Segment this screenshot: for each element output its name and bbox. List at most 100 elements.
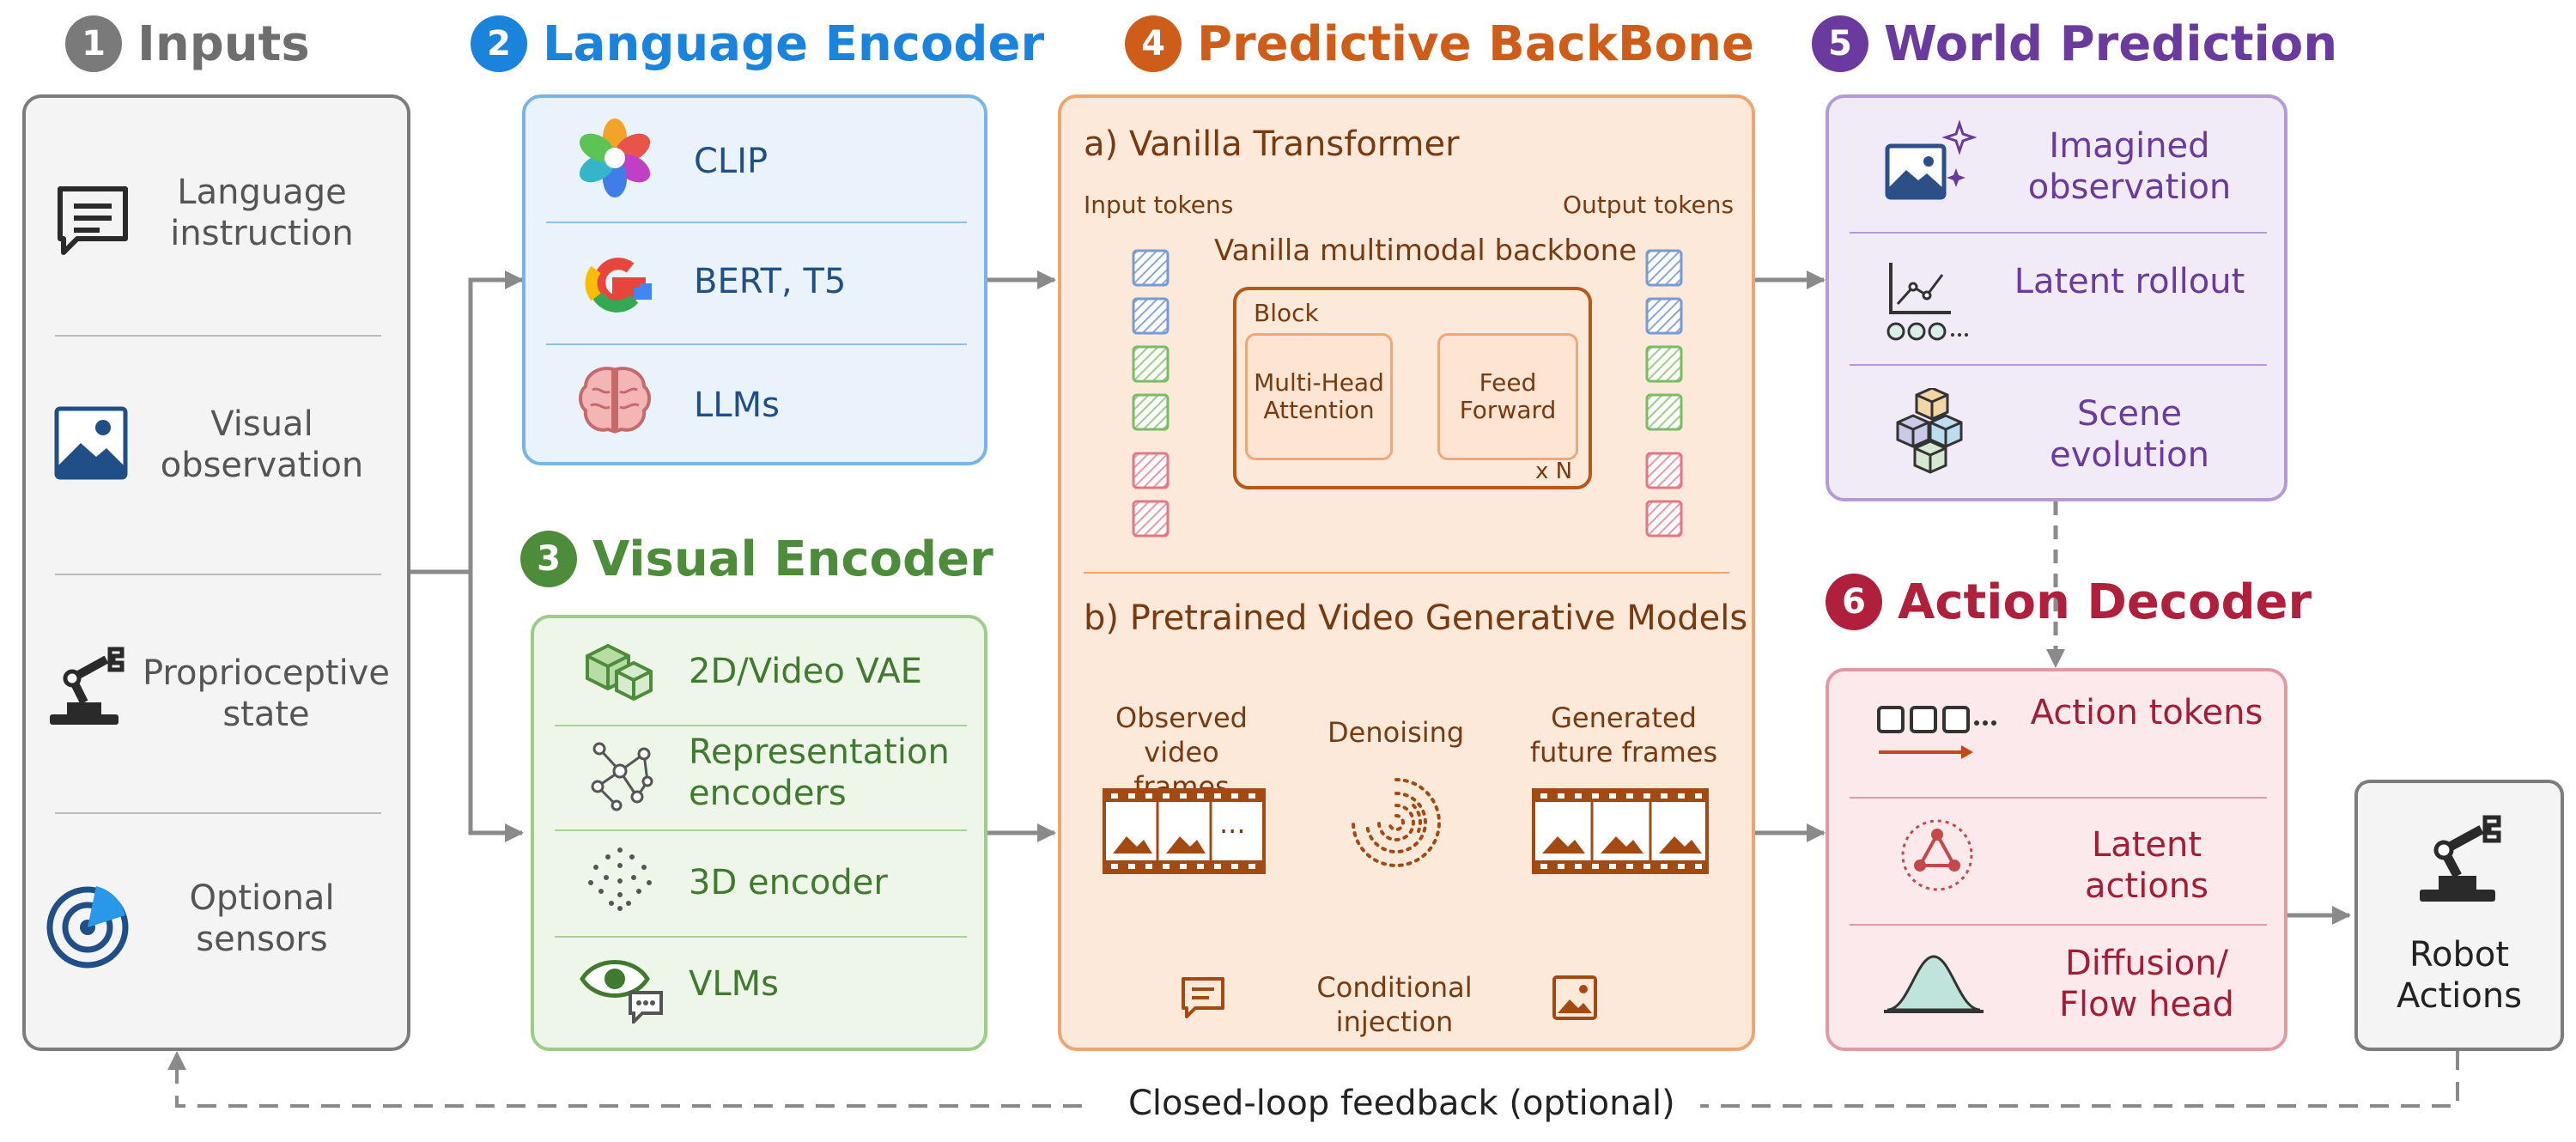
observed-frames-label: Observed video frames <box>1115 702 1248 803</box>
block-label: Block <box>1254 299 1319 327</box>
inputs-visual-connector <box>468 572 524 842</box>
ff-label: Feed Forward <box>1459 368 1557 424</box>
action-number-badge: 6 <box>1826 574 1882 630</box>
cubes-icon <box>586 643 653 702</box>
world-divider <box>1850 364 2267 366</box>
chat-icon <box>58 186 128 255</box>
visual-number-badge: 3 <box>520 531 577 587</box>
sparkle-image-icon <box>1885 120 1977 200</box>
transformer-block <box>1233 287 1592 489</box>
inputs-number-badge: 1 <box>65 15 122 72</box>
text-condition-icon <box>1182 977 1224 1018</box>
backbone-part-a-title: a) Vanilla Transformer <box>1084 125 1460 164</box>
language-header: 2 Language Encoder <box>471 15 1044 72</box>
brain-icon <box>579 367 651 434</box>
generated-frames-label: Generated future frames <box>1529 702 1718 768</box>
output-token-stack <box>1645 249 1683 538</box>
visual-title: Visual Encoder <box>592 531 993 587</box>
action-title: Action Decoder <box>1898 574 2312 630</box>
language-encoder-panel: CLIP BERT, T5 LLMs <box>522 94 987 465</box>
language-divider <box>546 343 967 345</box>
feedback-line-right <box>1700 1051 2459 1108</box>
visual-item-vae-label: 2D/Video VAE <box>689 652 922 691</box>
visual-item-repr-label: Representation encoders <box>689 732 950 813</box>
action-item-diffusion-label: Diffusion/ Flow head <box>2059 944 2234 1024</box>
token-squares-icon <box>1877 706 1996 759</box>
line-chart-icon <box>1886 263 1968 341</box>
film-ellipsis: ... <box>1219 807 1246 840</box>
stacked-cubes-icon <box>1896 388 1963 474</box>
lang-item-bert-label: BERT, T5 <box>694 262 847 301</box>
input-item-sensors-label: Optional sensors <box>189 878 335 959</box>
visual-encoder-panel: 2D/Video VAE Representation encoders 3D … <box>531 615 987 1051</box>
world-prediction-panel: Imagined observation Latent rollout Scen… <box>1826 94 2287 501</box>
world-title: World Prediction <box>1884 15 2338 72</box>
visual-divider <box>555 936 967 938</box>
radar-icon <box>46 886 129 969</box>
denoising-label: Denoising <box>1327 716 1465 749</box>
lang-item-llms-label: LLMs <box>694 386 780 425</box>
point-cloud-icon <box>588 847 652 911</box>
input-item-visual-label: Visual observation <box>160 404 364 485</box>
bell-curve-icon <box>1884 955 1984 1013</box>
language-title: Language Encoder <box>543 15 1045 72</box>
action-divider <box>1850 797 2267 799</box>
input-token-stack <box>1132 249 1170 538</box>
inputs-divider <box>55 574 381 575</box>
image-icon <box>54 406 128 480</box>
repeat-label: x N <box>1535 459 1573 484</box>
cycle-icon <box>1901 819 1973 891</box>
mha-label: Multi-Head Attention <box>1254 368 1384 424</box>
world-item-imagined-label: Imagined observation <box>2027 126 2232 207</box>
feedback-line-left <box>167 1051 1082 1108</box>
language-divider <box>546 222 967 223</box>
visual-header: 3 Visual Encoder <box>520 531 993 587</box>
denoising-spiral-icon <box>1352 778 1441 867</box>
input-item-language-label: Language instruction <box>170 173 354 253</box>
backbone-divider <box>1084 572 1729 574</box>
backbone-part-b-title: b) Pretrained Video Generative Models <box>1084 598 1748 638</box>
inputs-title: Inputs <box>137 15 310 72</box>
world-divider <box>1850 232 2267 234</box>
visual-divider <box>555 829 967 831</box>
visual-item-vlms-label: VLMs <box>689 964 779 1004</box>
robot-actions-box: Robot Actions <box>2354 780 2564 1051</box>
mha-box <box>1245 333 1393 460</box>
action-decoder-panel: Action tokens Latent actions Diffusion/ … <box>1826 668 2287 1051</box>
inputs-divider <box>55 335 381 337</box>
action-item-tokens-label: Action tokens <box>2030 693 2263 732</box>
world-number-badge: 5 <box>1812 15 1868 72</box>
ff-box <box>1437 333 1578 460</box>
vanilla-backbone-label: Vanilla multimodal backbone <box>1214 234 1637 268</box>
backbone-number-badge: 4 <box>1125 15 1182 72</box>
inputs-panel: Language instruction Visual observation … <box>22 94 410 1051</box>
inputs-connector <box>410 270 524 574</box>
inputs-divider <box>55 812 381 814</box>
robot-actions-label: Robot Actions <box>2396 935 2523 1016</box>
output-tokens-label: Output tokens <box>1563 191 1735 219</box>
input-item-proprio-label: Proprioceptive state <box>143 653 390 734</box>
observed-film-strip <box>1103 788 1266 874</box>
world-item-latent-label: Latent rollout <box>2014 262 2245 301</box>
action-item-latent-label: Latent actions <box>2085 825 2208 906</box>
inputs-header: 1 Inputs <box>65 15 310 72</box>
language-number-badge: 2 <box>471 15 527 72</box>
google-g-icon <box>585 258 652 313</box>
backbone-title: Predictive BackBone <box>1197 15 1754 72</box>
lang-item-clip-label: CLIP <box>694 142 769 181</box>
eye-chat-icon <box>580 960 663 1024</box>
visual-divider <box>555 725 967 726</box>
action-header: 6 Action Decoder <box>1826 574 2312 630</box>
world-header: 5 World Prediction <box>1812 15 2337 72</box>
image-condition-icon <box>1552 975 1597 1020</box>
network-icon <box>591 742 653 811</box>
backbone-header: 4 Predictive BackBone <box>1125 15 1754 72</box>
action-divider <box>1850 924 2267 926</box>
robot-arm-icon <box>50 647 125 725</box>
world-item-scene-label: Scene evolution <box>2050 394 2209 475</box>
generated-film-strip <box>1532 788 1709 874</box>
robot-arm-icon <box>2420 815 2501 902</box>
feedback-label: Closed-loop feedback (optional) <box>1128 1084 1675 1123</box>
clip-flower-icon <box>579 118 651 197</box>
conditional-injection-label: Conditional injection <box>1316 971 1473 1038</box>
